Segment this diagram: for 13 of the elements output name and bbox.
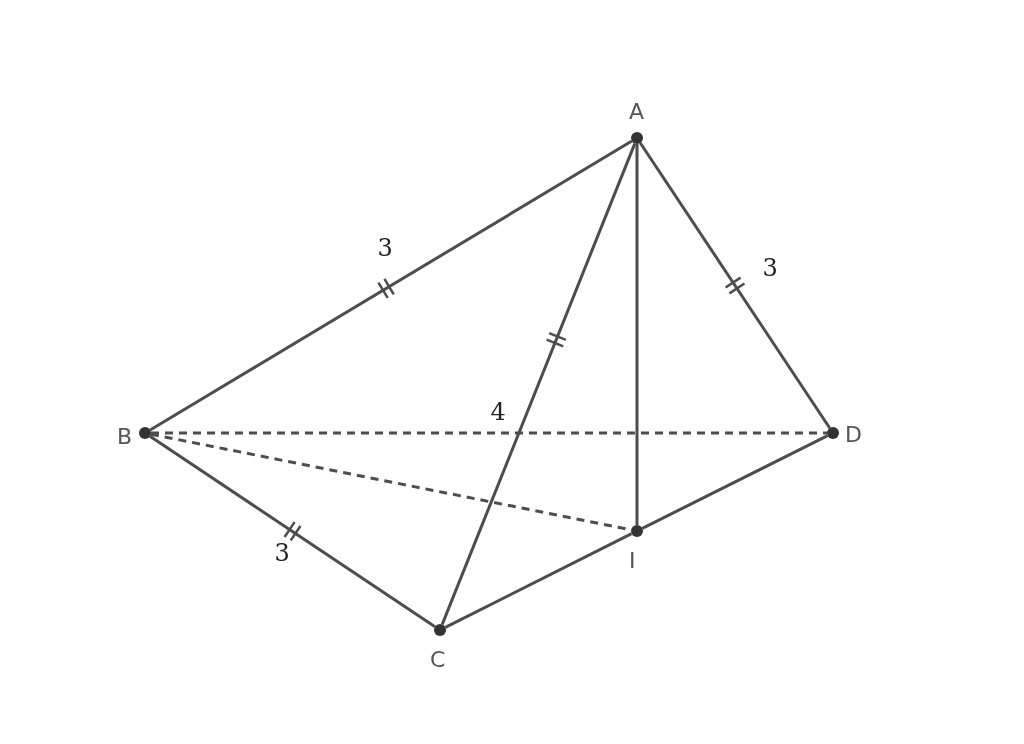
point-label: B (117, 425, 133, 449)
point-label: I (629, 549, 636, 573)
line-segment (635, 144, 639, 525)
point-label: D (845, 423, 862, 447)
point-label: C (430, 648, 446, 672)
line-segment (440, 143, 637, 625)
line-segment (444, 532, 633, 629)
line-segment (639, 142, 831, 429)
line-segment (149, 139, 633, 432)
line-segment (641, 434, 829, 530)
point-label: A (629, 100, 645, 124)
dashed-segment (151, 431, 827, 435)
line-segment (149, 435, 436, 628)
